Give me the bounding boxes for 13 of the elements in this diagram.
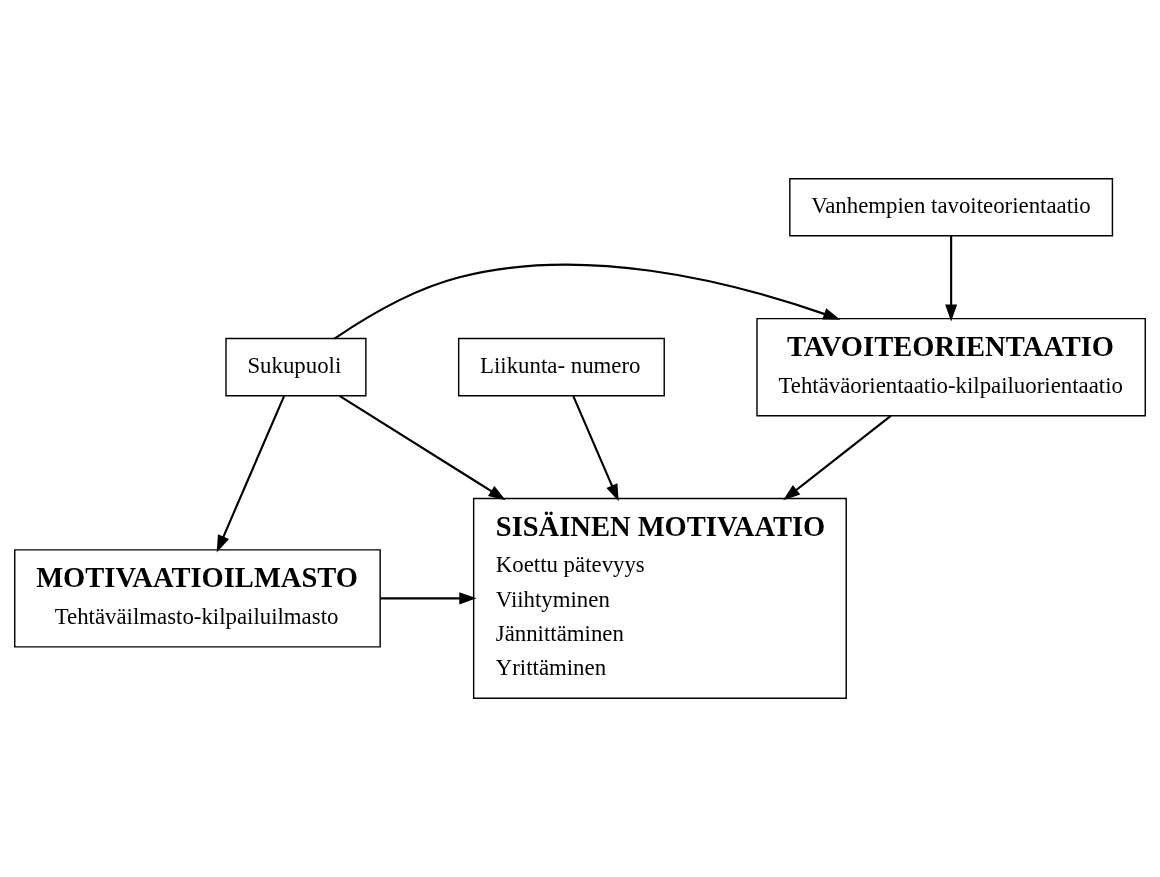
arrow bbox=[333, 263, 841, 340]
arrow bbox=[783, 415, 892, 501]
arrow bbox=[338, 394, 506, 501]
node-box: Vanhempien tavoiteorientaatio bbox=[789, 178, 1114, 237]
node-box: SISÄINEN MOTIVAATIO Koettu pätevyys Viihtyminen Jännittäminen Yrittäminen bbox=[472, 497, 847, 699]
arrow bbox=[216, 395, 286, 553]
node-box: MOTIVAATIOILMASTO Tehtäväilmasto-kilpailuilmasto bbox=[14, 549, 381, 648]
node-box: Liikunta- numero bbox=[457, 337, 665, 397]
arrow bbox=[380, 592, 477, 605]
arrow bbox=[572, 395, 619, 502]
node-box: TAVOITEORIENTAATIO Tehtäväorientaatio-kilpailuorientaatio bbox=[756, 317, 1146, 417]
node-box: Sukupuoli bbox=[225, 337, 367, 397]
arrow bbox=[945, 236, 958, 322]
